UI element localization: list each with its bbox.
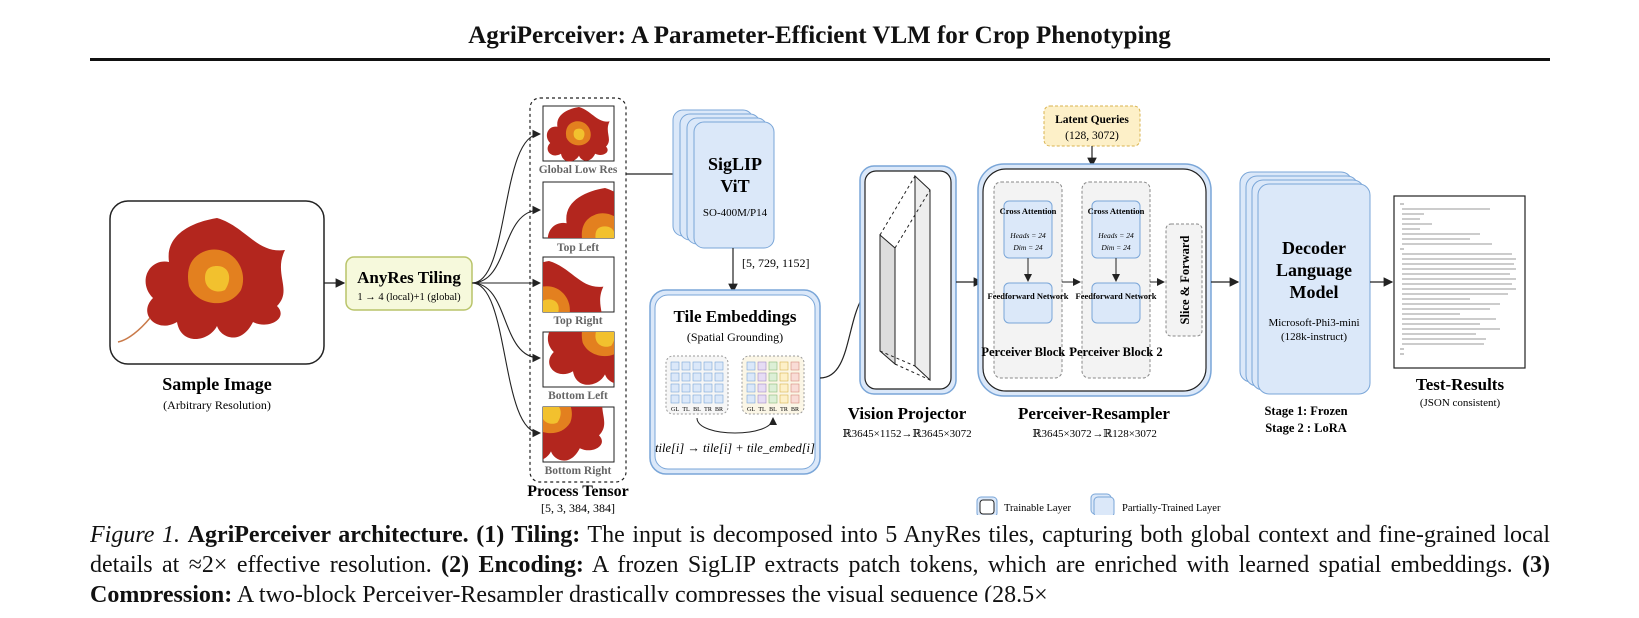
perceiver-map-to: ℝ128×3072 (1103, 428, 1157, 440)
decoder-stage-2: Stage 2 : LoRA (1265, 421, 1347, 435)
caption-title: AgriPerceiver architecture. (187, 522, 469, 548)
grid-a-bl: BL (693, 407, 701, 413)
slice-forward-label: Slice & Forward (1178, 236, 1192, 325)
siglip-label-2: ViT (720, 176, 749, 196)
slice-forward-box (1165, 223, 1203, 337)
tile-label-global: Global Low Res (539, 164, 618, 176)
tile-top-left (542, 181, 615, 239)
architecture-diagram: Sample Image (Arbitrary Resolution) AnyR… (109, 97, 1526, 515)
latent-queries-label: Latent Queries (1055, 114, 1129, 126)
decoder-stage-1: Stage 1: Frozen (1264, 404, 1347, 418)
tile-branch-arrows (471, 129, 542, 438)
test-results-label: Test-Results (1416, 375, 1505, 394)
legend: Trainable Layer Partially-Trained Layer (976, 493, 1221, 515)
grid-b-tr: TR (780, 407, 788, 413)
caption-encoding-text: A frozen SigLIP extracts patch tokens, w… (583, 552, 1522, 578)
siglip-sublabel: SO-400M/P14 (703, 207, 768, 219)
process-tensor-shape: [5, 3, 384, 384] (541, 501, 615, 515)
legend-partial: Partially-Trained Layer (1122, 503, 1221, 514)
vision-projector-label: Vision Projector (848, 404, 967, 423)
ffn-1-label: Feedforward Network (988, 291, 1069, 301)
tile-label-bottom-left: Bottom Left (548, 390, 608, 402)
latent-queries-shape: (128, 3072) (1065, 130, 1119, 142)
siglip-output-shape: [5, 729, 1152] (742, 256, 810, 270)
tile-label-top-right: Top Right (553, 315, 602, 327)
cross-attention-1-label: Cross Attention (1000, 206, 1057, 216)
siglip-vit-box: SigLIP ViT SO-400M/P14 (672, 109, 775, 249)
vision-projector-map-to: ℝ3645×3072 (912, 428, 971, 440)
decoder-line-2: Language (1276, 260, 1352, 280)
test-results-document (1393, 195, 1526, 369)
page-title: AgriPerceiver: A Parameter-Efficient VLM… (468, 22, 1171, 49)
sample-image-panel (109, 200, 325, 365)
cross-attention-2-label: Cross Attention (1088, 206, 1145, 216)
grid-a-tl: TL (682, 407, 690, 413)
anyres-sublabel: 1 → 4 (local)+1 (global) (357, 292, 461, 303)
vision-projector-box (859, 165, 957, 395)
tile-bottom-right (542, 406, 615, 463)
cross-attention-2-dim: Dim = 24 (1100, 243, 1130, 252)
process-tensor-frame (529, 97, 627, 483)
process-tensor-label: Process Tensor (527, 483, 628, 500)
caption-tiling-head: (1) Tiling: (476, 522, 581, 548)
caption-compression-text: A two-block Perceiver-Resampler drastica… (232, 582, 1048, 602)
perceiver-block-1-name: Perceiver Block 1 (981, 345, 1074, 359)
tile-bottom-left (542, 331, 615, 388)
test-results-sublabel: (JSON consistent) (1420, 397, 1501, 409)
caption-compression-head: (3) Compression: (90, 552, 1550, 602)
cross-attention-2-heads: Heads = 24 (1097, 231, 1134, 240)
json-text-lines (1400, 203, 1516, 355)
tile-embeddings-sublabel: (Spatial Grounding) (687, 330, 783, 344)
decoder-sub-2: (128k-instruct) (1281, 331, 1347, 343)
tile-label-top-left: Top Left (557, 242, 599, 254)
ffn-2-label: Feedforward Network (1076, 291, 1157, 301)
grid-b-tl: TL (758, 407, 766, 413)
tile-embeddings-box: Tile Embeddings (Spatial Grounding) GL T… (649, 289, 821, 475)
perceiver-resampler-box: Cross Attention Heads = 24 Dim = 24 Feed… (977, 163, 1212, 397)
ffn-1 (1003, 282, 1053, 324)
cross-attention-1-heads: Heads = 24 (1009, 231, 1046, 240)
perceiver-block-2-name: Perceiver Block 2 (1069, 345, 1162, 359)
sample-image-sublabel: (Arbitrary Resolution) (163, 398, 271, 412)
caption-figure-label: Figure 1. (90, 522, 181, 548)
tile-grid-embedded-cells (746, 361, 800, 404)
siglip-label-1: SigLIP (708, 154, 762, 174)
figure-caption: Figure 1. AgriPerceiver architecture. (1… (90, 520, 1550, 602)
legend-trainable: Trainable Layer (1004, 503, 1071, 514)
title-rule (90, 58, 1550, 61)
vision-projector-arrow-glyph: → (902, 428, 913, 440)
grid-a-tr: TR (704, 407, 712, 413)
grid-b-bl: BL (769, 407, 777, 413)
tile-embeddings-formula: tile[i] → tile[i] + tile_embed[i] (655, 441, 815, 455)
latent-queries-box: Latent Queries (128, 3072) (1043, 105, 1141, 147)
cross-attention-1-dim: Dim = 24 (1012, 243, 1042, 252)
sample-image-label: Sample Image (162, 374, 272, 394)
decoder-sub-1: Microsoft-Phi3-mini (1268, 317, 1359, 329)
ffn-2 (1091, 282, 1141, 324)
decoder-box: Decoder Language Model Microsoft-Phi3-mi… (1239, 171, 1371, 395)
tile-top-right (542, 256, 615, 313)
perceiver-resampler-label: Perceiver-Resampler (1018, 404, 1170, 423)
grid-a-gl: GL (671, 407, 679, 413)
grid-a-br: BR (715, 407, 723, 413)
tile-global (542, 105, 615, 162)
tile-embeddings-label: Tile Embeddings (674, 307, 797, 326)
anyres-label: AnyRes Tiling (357, 268, 461, 287)
embed-add-arrow (696, 417, 777, 434)
decoder-line-3: Model (1290, 282, 1339, 302)
grid-b-gl: GL (747, 407, 755, 413)
perceiver-arrow-glyph: → (1093, 428, 1104, 440)
grid-b-br: BR (791, 407, 799, 413)
anyres-tiling-box: AnyRes Tiling 1 → 4 (local)+1 (global) (345, 256, 473, 311)
perceiver-map-from: ℝ3645×3072 (1032, 428, 1091, 440)
leaf-stem (117, 317, 151, 343)
decoder-line-1: Decoder (1282, 238, 1346, 258)
caption-tiling-text: The input is decomposed into 5 AnyRes ti… (90, 522, 1550, 578)
tile-grid-plain-cells (670, 361, 724, 404)
tile-label-bottom-right: Bottom Right (545, 465, 612, 477)
vision-projector-map-from: ℝ3645×1152 (843, 428, 902, 440)
caption-encoding-head: (2) Encoding: (441, 552, 584, 578)
